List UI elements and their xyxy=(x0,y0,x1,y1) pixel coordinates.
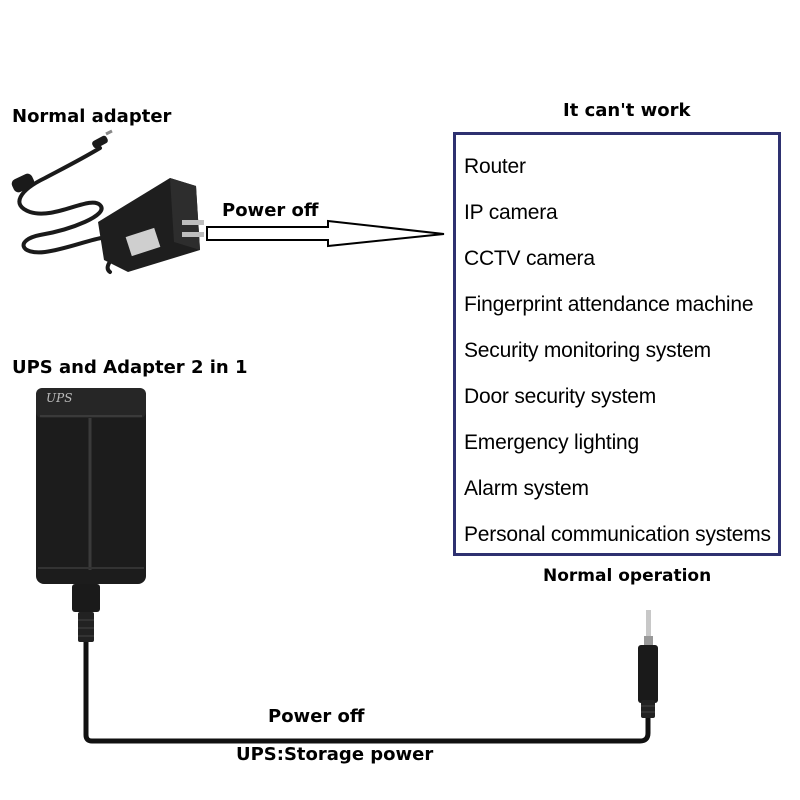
output-cable xyxy=(83,642,651,744)
ups-badge-text: UPS xyxy=(46,391,73,405)
power-off-top-label: Power off xyxy=(222,200,319,221)
device-list-box: Router IP camera CCTV camera Fingerprint… xyxy=(453,132,781,556)
device-item-door-security: Door security system xyxy=(464,385,657,408)
box-title: It can't work xyxy=(563,100,691,121)
ups-storage-label: UPS:Storage power xyxy=(236,744,434,765)
device-item-ip-camera: IP camera xyxy=(464,201,558,224)
device-item-personal-communication: Personal communication systems xyxy=(464,523,771,546)
ups-adapter-image xyxy=(36,388,146,642)
power-off-bottom-label: Power off xyxy=(268,706,365,727)
device-item-cctv-camera: CCTV camera xyxy=(464,247,595,270)
ups-adapter-label: UPS and Adapter 2 in 1 xyxy=(12,357,248,378)
device-item-emergency-lighting: Emergency lighting xyxy=(464,431,639,454)
device-item-security-monitoring: Security monitoring system xyxy=(464,339,711,362)
device-item-router: Router xyxy=(464,155,526,178)
power-off-arrow xyxy=(206,219,445,248)
device-item-alarm-system: Alarm system xyxy=(464,477,589,500)
normal-adapter-label: Normal adapter xyxy=(12,106,172,127)
normal-adapter-image xyxy=(11,129,204,274)
normal-operation-label: Normal operation xyxy=(543,566,712,586)
dc-plug-image xyxy=(638,610,658,718)
device-item-fingerprint-machine: Fingerprint attendance machine xyxy=(464,293,754,316)
